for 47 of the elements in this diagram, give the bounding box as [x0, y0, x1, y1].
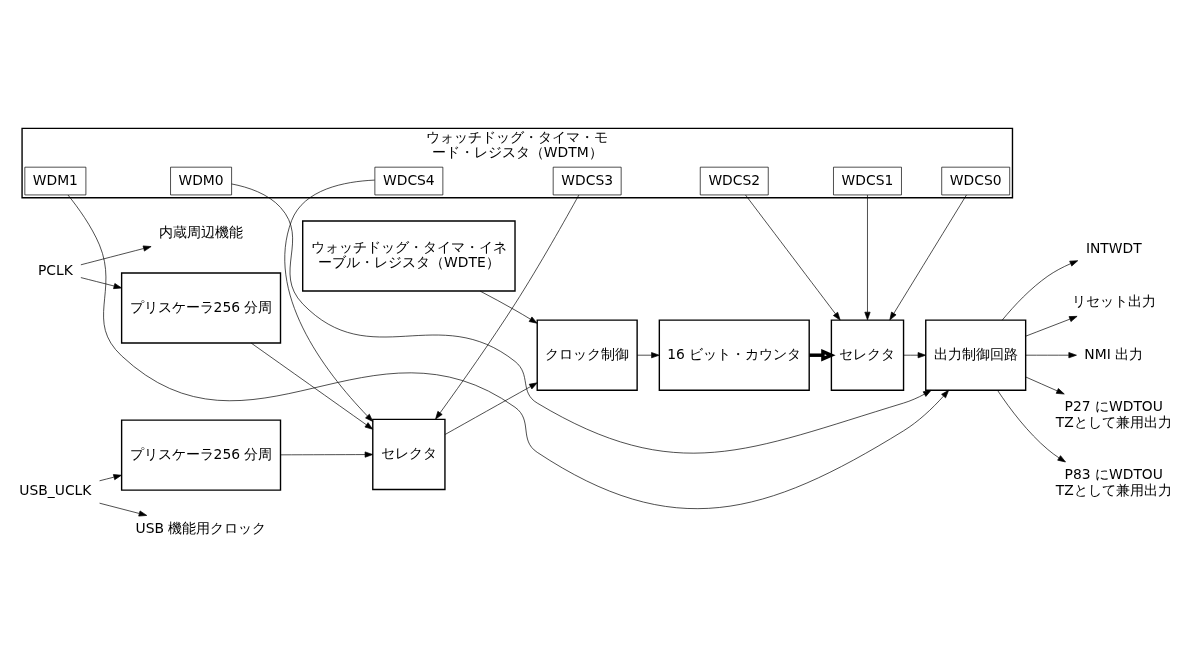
arrow [80, 245, 152, 265]
arrow [1025, 351, 1077, 358]
arrow [745, 194, 841, 320]
arrow [1025, 315, 1078, 336]
arrow [864, 194, 871, 320]
node-text: USB_UCLK [19, 481, 92, 498]
node-box: WDCS0 [941, 166, 1011, 195]
arrow [1025, 376, 1065, 394]
arrow [99, 473, 122, 481]
node-text: PCLK [37, 261, 73, 278]
node-box: クロック制御 [536, 318, 638, 391]
node-box: セレクタ [830, 318, 905, 391]
node-box: WDCS4 [374, 166, 444, 195]
node-text: INTWDT [1085, 239, 1142, 256]
node-box: 16 ビット・カウンタ [658, 318, 810, 391]
arrow [889, 194, 967, 320]
arrow [99, 502, 148, 516]
node-box: WDCS2 [699, 166, 769, 195]
node-box: 出力制御回路 [925, 318, 1027, 391]
arrow [479, 290, 538, 324]
arrow [284, 179, 375, 422]
node-box: ウォッチドッグ・タイマ・イネーブル・レジスタ（WDTE） [302, 219, 516, 292]
node-text: USB 機能用クロック [135, 519, 267, 536]
node-box: WDCS1 [833, 166, 902, 195]
arrow [809, 348, 836, 361]
arrow [997, 389, 1066, 462]
node-box: WDCS3 [552, 166, 622, 195]
arrow [435, 194, 580, 419]
arrow [636, 351, 660, 358]
node-text: リセット出力 [1071, 292, 1156, 309]
arrow [903, 351, 927, 358]
arrow [80, 276, 122, 289]
arrow [280, 451, 374, 458]
arrow [444, 382, 538, 435]
node-box: WDM1 [24, 166, 87, 195]
node-box: プリスケーラ256 分周 [120, 418, 282, 491]
arrow [250, 342, 374, 430]
arrow [231, 183, 932, 453]
node-box: セレクタ [372, 418, 446, 490]
arrow [1001, 259, 1079, 320]
node-box: WDM0 [170, 166, 232, 195]
node-text: P27 にWDTOUTZとして兼用出力 [1055, 397, 1172, 430]
arrow [67, 194, 949, 509]
node-text: P83 にWDTOUTZとして兼用出力 [1055, 465, 1172, 498]
node-text: 内蔵周辺機能 [159, 223, 244, 240]
node-text: NMI 出力 [1084, 345, 1144, 362]
node-box: プリスケーラ256 分周 [120, 271, 282, 344]
